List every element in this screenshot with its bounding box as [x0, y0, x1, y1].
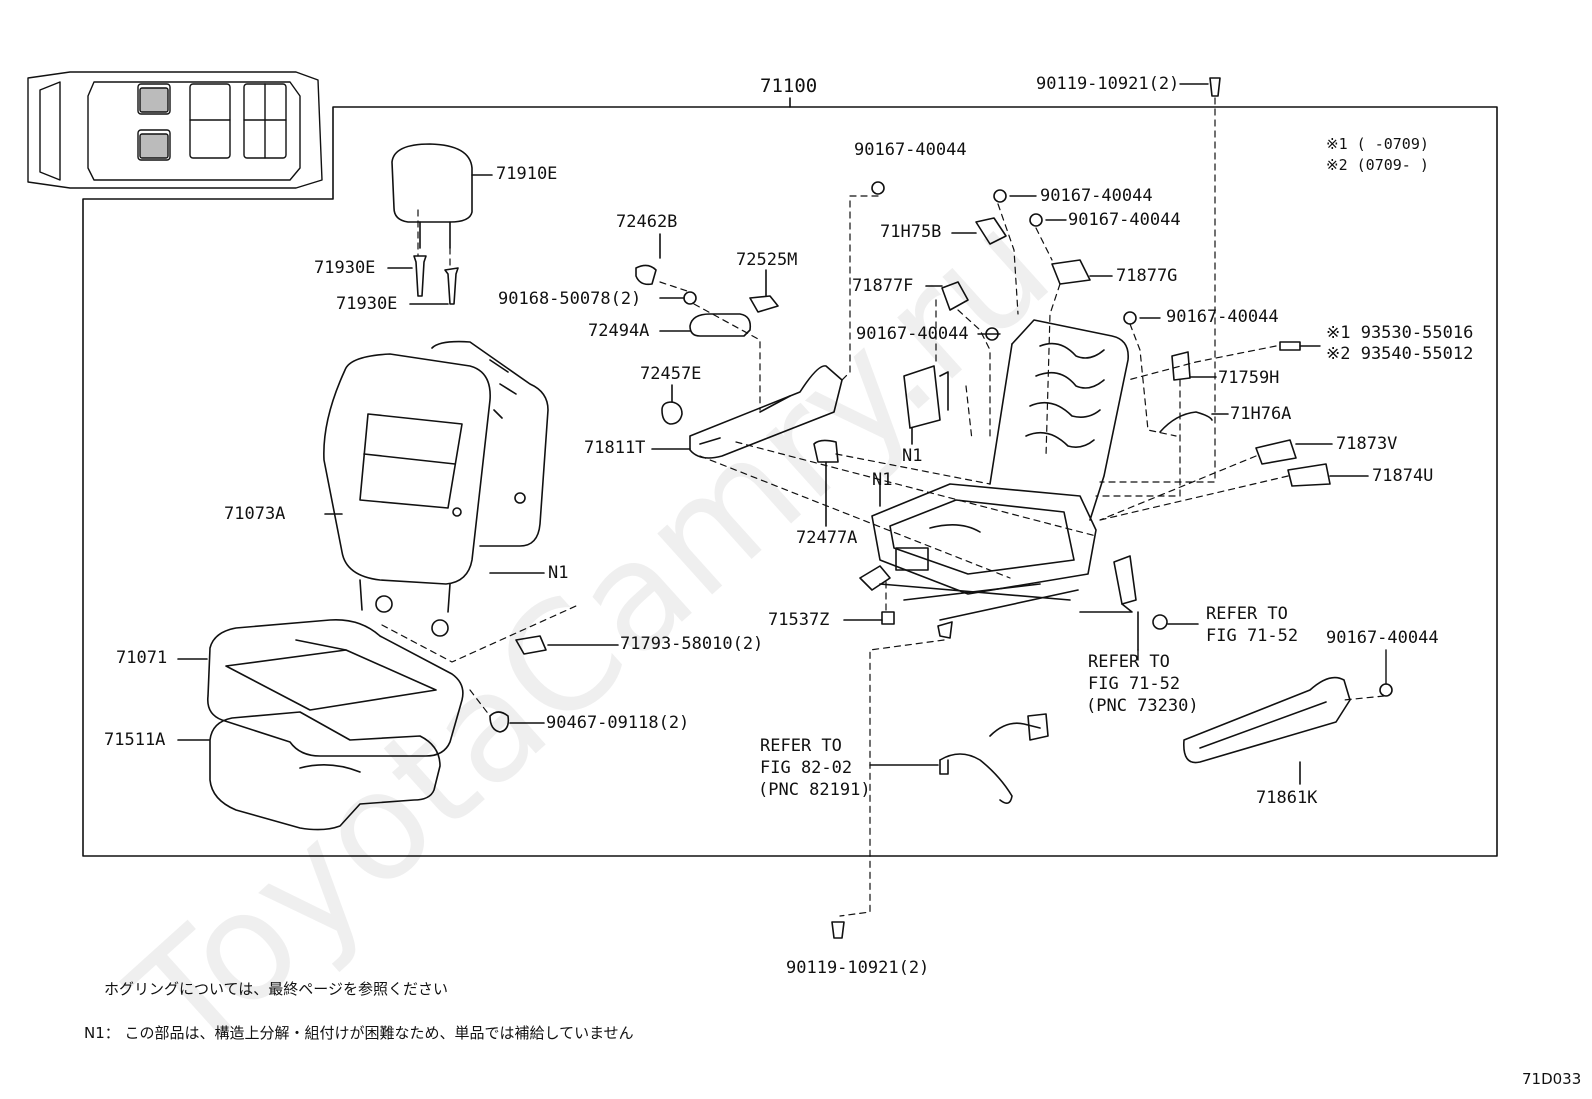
- ref2-line2: FIG 71-52: [1088, 674, 1181, 694]
- label-90119-10921-bottom: 90119-10921(2): [786, 958, 930, 978]
- variant-note-1: ※1 ( -0709): [1326, 135, 1429, 153]
- label-71811T: 71811T: [584, 438, 646, 458]
- bracket-71877F: [925, 281, 969, 311]
- bolt-90168: [659, 291, 697, 305]
- ref1-line2: FIG 71-52: [1206, 626, 1299, 646]
- label-72494A: 72494A: [588, 321, 650, 341]
- note-hog-ring: ホグリングについては、最終ページを参照ください: [104, 980, 448, 998]
- lever-72494A: [659, 313, 752, 337]
- label-90167-40044-f: 90167-40044: [1326, 628, 1439, 648]
- seat-frame-N1: [859, 319, 1129, 639]
- note-n1: N1： この部品は、構造上分解・組付けが困難なため、単品では補給していません: [84, 1024, 634, 1042]
- pad-71537Z: [843, 611, 895, 625]
- label-71793-58010: 71793-58010(2): [620, 634, 764, 654]
- ref3-line2: FIG 82-02: [760, 758, 853, 778]
- label-71073A: 71073A: [224, 504, 286, 524]
- label-72457E: 72457E: [640, 364, 702, 384]
- label-71511A: 71511A: [104, 730, 166, 750]
- label-72525M: 72525M: [736, 250, 798, 270]
- label-90167-40044-e: 90167-40044: [1166, 307, 1279, 327]
- clip-71793: [515, 635, 619, 655]
- cover-72525M: [749, 269, 779, 313]
- label-90167-40044-b: 90167-40044: [1040, 186, 1153, 206]
- label-71861K: 71861K: [1256, 788, 1318, 808]
- cover-72477A: [813, 439, 839, 527]
- cap-72462B: [635, 233, 661, 286]
- headrest-71910E: [391, 143, 493, 249]
- ref3-line1: REFER TO: [760, 736, 842, 756]
- label-72462B: 72462B: [616, 212, 678, 232]
- variant-note-2: ※2 (0709- ): [1326, 156, 1429, 174]
- ref3-line3: (PNC 82191): [758, 780, 871, 800]
- label-71H76A: 71H76A: [1230, 404, 1292, 424]
- label-N1-a: N1: [548, 563, 569, 583]
- label-N1-b: N1: [902, 446, 923, 466]
- label-71874U: 71874U: [1372, 466, 1434, 486]
- label-71537Z: 71537Z: [768, 610, 830, 630]
- clip-90467: [489, 711, 545, 733]
- label-90168-50078: 90168-50078(2): [498, 289, 642, 309]
- label-71H75B: 71H75B: [880, 222, 942, 242]
- label-71930E-a: 71930E: [314, 258, 376, 278]
- cushion-cover-71071: [177, 619, 464, 757]
- side-airbag-N1: [903, 365, 949, 445]
- label-N1-c: N1: [872, 470, 893, 490]
- label-90467-09118: 90467-09118(2): [546, 713, 690, 733]
- headrest-guides-71930E: [387, 255, 459, 305]
- ref2-line1: REFER TO: [1088, 652, 1170, 672]
- seatbelt-buckle: [1079, 555, 1199, 651]
- ref2-line3: (PNC 73230): [1086, 696, 1199, 716]
- bolts: [831, 77, 1393, 939]
- label-71910E: 71910E: [496, 164, 558, 184]
- ref1-line1: REFER TO: [1206, 604, 1288, 624]
- shield-71811T: [651, 365, 843, 459]
- seatback-cover-71073A: [323, 340, 549, 637]
- label-90119-10921-top: 90119-10921(2): [1036, 74, 1180, 94]
- label-93540-55012: ※2 93540-55012: [1326, 344, 1474, 364]
- label-71071: 71071: [116, 648, 168, 668]
- guard-71759H: [1171, 351, 1217, 381]
- label-90167-40044-a: 90167-40044: [854, 140, 967, 160]
- cushion-pad-71511A: [177, 711, 441, 831]
- side-shield-71861K: [1183, 676, 1351, 785]
- cover-71874U: [1287, 463, 1369, 487]
- bracket-71H75B: [951, 217, 1007, 245]
- cover-71873V: [1255, 439, 1333, 465]
- knob-72457E: [661, 384, 683, 425]
- label-71877G: 71877G: [1116, 266, 1178, 286]
- wire-71H76A: [1159, 411, 1229, 433]
- bracket-71877G: [1051, 259, 1113, 285]
- wire-harness: [869, 713, 1049, 804]
- assembly-frame: [82, 106, 1498, 857]
- label-71759H: 71759H: [1218, 368, 1280, 388]
- label-71877F: 71877F: [852, 276, 914, 296]
- vehicle-locator-icon: [27, 71, 323, 189]
- label-72477A: 72477A: [796, 528, 858, 548]
- figure-code: 71D033: [1522, 1070, 1582, 1088]
- label-71930E-b: 71930E: [336, 294, 398, 314]
- label-90167-40044-c: 90167-40044: [1068, 210, 1181, 230]
- label-71100: 71100: [760, 75, 818, 97]
- label-90167-40044-d: 90167-40044: [856, 324, 969, 344]
- label-93530-55016: ※1 93530-55016: [1326, 323, 1474, 343]
- label-71873V: 71873V: [1336, 434, 1398, 454]
